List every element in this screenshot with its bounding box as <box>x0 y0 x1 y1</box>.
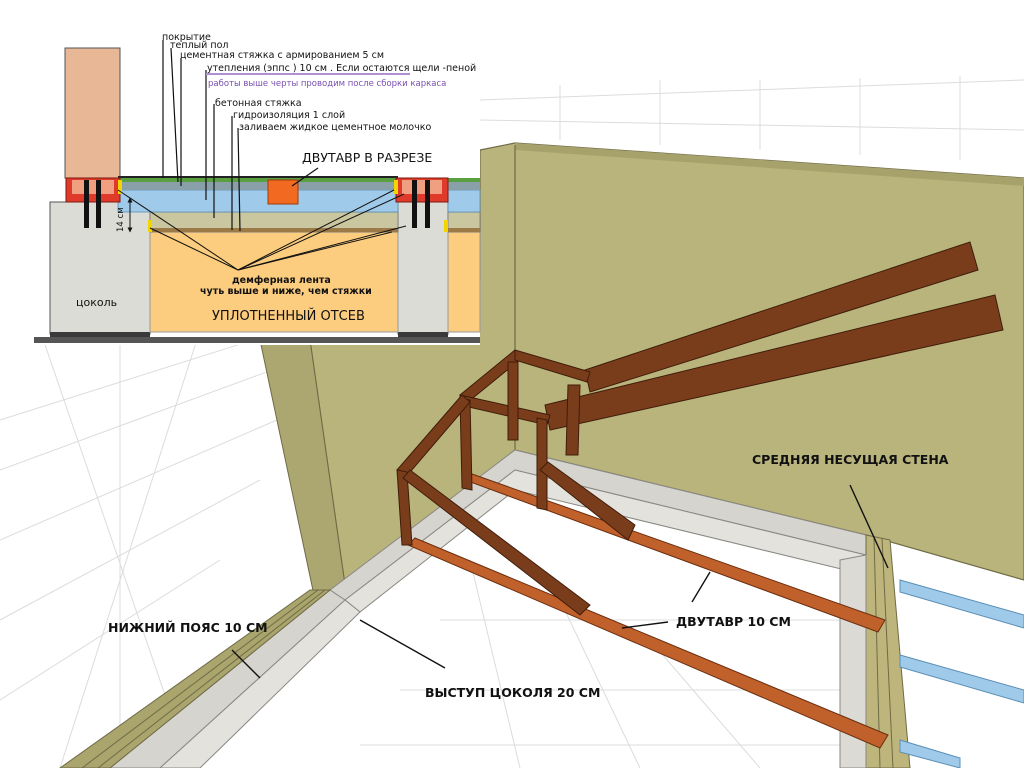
note-cement-screed: цементная стяжка с армированием 5 см <box>180 50 384 61</box>
wall-column <box>64 47 121 179</box>
note-waterproofing: гидроизоляция 1 слой <box>233 110 345 121</box>
label-compacted-screening: УПЛОТНЕННЫЙ ОТСЕВ <box>212 308 365 324</box>
dimension-14cm: 14 см <box>116 207 126 232</box>
i-beam-section <box>267 179 299 205</box>
plan-annotations: СРЕДНЯЯ НЕСУЩАЯ СТЕНА ДВУТАВР 10 СМ НИЖН… <box>108 452 949 700</box>
note-covering: покрытие <box>162 32 211 43</box>
right-blue-joists <box>899 579 1024 768</box>
label-bottom-belt: НИЖНИЙ ПОЯС 10 СМ <box>108 620 268 635</box>
section-inset: 14 см покрытие теплый пол цементная стяж… <box>0 0 481 345</box>
note-cement-milk: заливаем жидкое цементное молочко <box>239 122 431 133</box>
label-plinth: цоколь <box>76 296 117 309</box>
label-i-beam-section: ДВУТАВР В РАЗРЕЗЕ <box>302 150 432 165</box>
plinth-right <box>397 201 449 335</box>
label-damper-tape: демферная лента <box>232 275 331 286</box>
note-concrete-screed: бетонная стяжка <box>215 98 302 109</box>
note-works-above-line: работы выше черты проводим после сборки … <box>208 79 446 89</box>
label-i-beam: ДВУТАВР 10 СМ <box>676 614 791 629</box>
compacted-screening <box>149 231 399 333</box>
note-insulation: утепления (эппс ) 10 см . Если остаются … <box>207 63 476 74</box>
frame-structure <box>396 241 1004 616</box>
note-warm-floor: теплый пол <box>170 40 228 51</box>
insulation-layer <box>117 189 399 213</box>
label-middle-wall: СРЕДНЯЯ НЕСУЩАЯ СТЕНА <box>752 452 949 467</box>
label-plinth-ledge: ВЫСТУП ЦОКОЛЯ 20 СМ <box>425 685 600 700</box>
label-damper-tape-sub: чуть выше и ниже, чем стяжки <box>200 286 372 297</box>
plinth-ledge <box>109 449 867 768</box>
bottom-belt <box>59 589 332 768</box>
